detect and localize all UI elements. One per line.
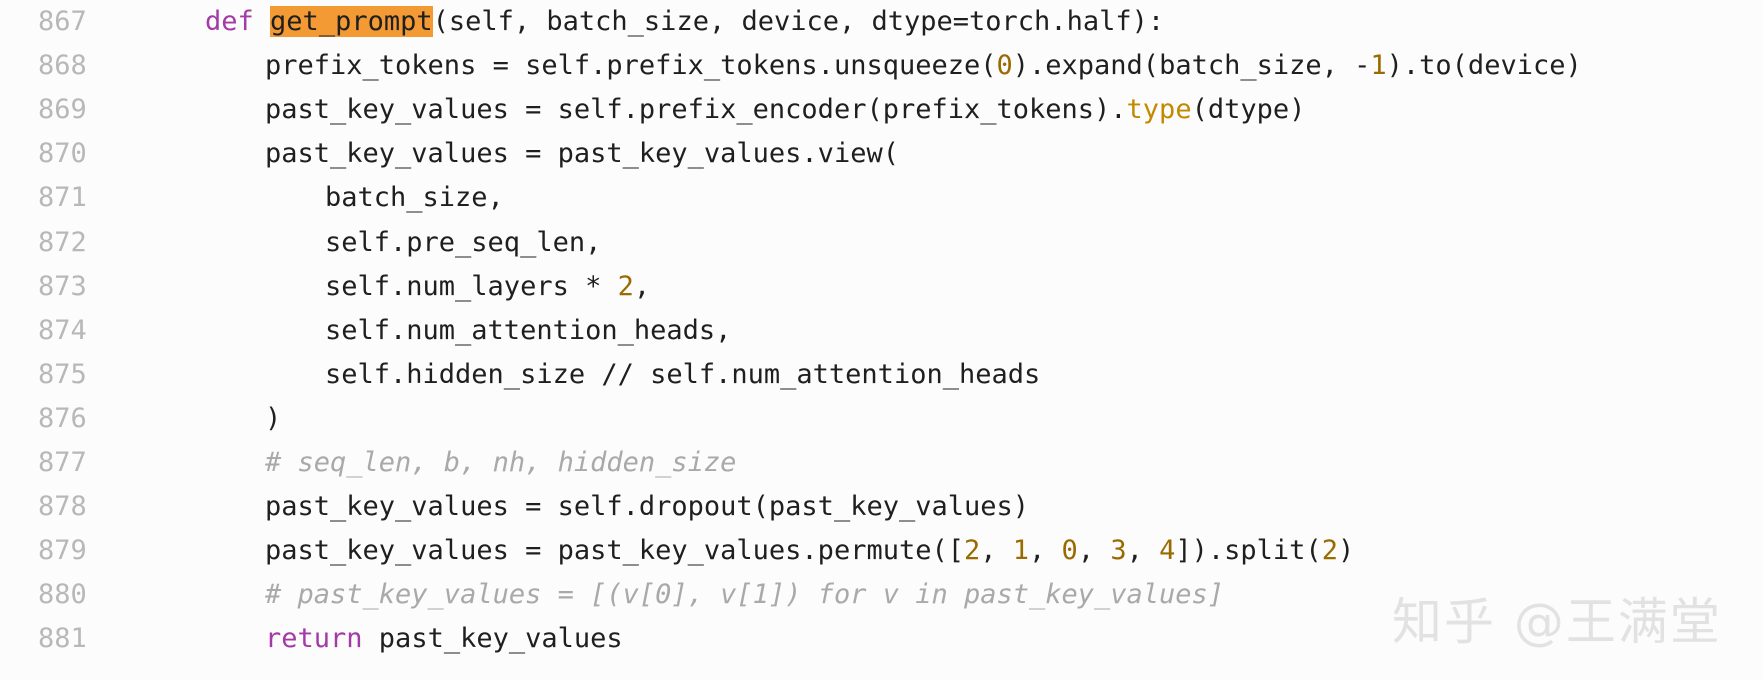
code-token: , xyxy=(1029,535,1062,567)
code-text: self.num_attention_heads, xyxy=(325,309,731,353)
line-number: 867 xyxy=(38,6,87,37)
search-highlight: get_prompt xyxy=(270,6,433,37)
line-number: 877 xyxy=(38,447,87,478)
code-token: 2 xyxy=(963,535,981,567)
code-token: batch_size, xyxy=(325,182,504,214)
code-token: self.num_layers * xyxy=(325,270,618,302)
code-token: (dtype) xyxy=(1191,94,1306,126)
code-token: ]).split( xyxy=(1175,535,1322,567)
code-text: past_key_values = past_key_values.permut… xyxy=(265,529,1354,573)
code-text: past_key_values = past_key_values.view( xyxy=(265,132,899,176)
code-token: ).to(device) xyxy=(1386,50,1582,82)
line-number: 882 xyxy=(38,662,98,680)
code-token: past_key_values = past_key_values.view( xyxy=(265,138,899,170)
code-token: # seq_len, b, nh, hidden_size xyxy=(265,447,737,478)
code-text: return past_key_values xyxy=(265,617,623,661)
line-number: 881 xyxy=(38,623,87,655)
code-token: 2 xyxy=(617,270,634,302)
line-number: 875 xyxy=(38,358,87,390)
code-token: 1 xyxy=(1370,50,1387,82)
line-number: 869 xyxy=(38,94,87,126)
code-token: ) xyxy=(1337,535,1355,567)
code-token: 4 xyxy=(1159,535,1176,567)
code-token: 0 xyxy=(1061,535,1078,567)
code-token: ) xyxy=(265,402,282,434)
code-token: , xyxy=(980,535,1013,567)
line-number: 880 xyxy=(38,579,87,611)
code-token: def xyxy=(205,6,254,37)
code-token: 1 xyxy=(1012,535,1030,567)
code-token: 0 xyxy=(996,50,1013,82)
code-token: 3 xyxy=(1110,535,1127,567)
code-text: # seq_len, b, nh, hidden_size xyxy=(265,441,736,485)
code-text: prefix_tokens = self.prefix_tokens.unsqu… xyxy=(265,44,1582,88)
line-number: 873 xyxy=(38,270,87,302)
code-token: prefix_tokens = self.prefix_tokens.unsqu… xyxy=(265,50,997,82)
code-token: self.hidden_size // self.num_attention_h… xyxy=(325,358,1041,390)
line-number: 874 xyxy=(38,314,87,346)
code-token: , xyxy=(1077,535,1111,567)
code-text: past_key_values = self.prefix_encoder(pr… xyxy=(265,88,1305,132)
code-token xyxy=(254,6,270,37)
code-token: ).expand(batch_size, - xyxy=(1012,50,1371,82)
line-number: 878 xyxy=(38,491,87,523)
line-number: 870 xyxy=(38,138,87,170)
code-token: past_key_values = self.prefix_encoder(pr… xyxy=(265,94,1127,126)
code-text: self.num_layers * 2, xyxy=(325,265,650,309)
code-token: (self, batch_size, device, dtype=torch.h… xyxy=(432,6,1165,37)
code-token: past_key_values xyxy=(362,623,623,655)
code-text: def get_prompt(self, batch_size, device,… xyxy=(205,0,1164,44)
code-text: self.hidden_size // self.num_attention_h… xyxy=(325,353,1040,397)
code-token: 2 xyxy=(1321,535,1338,567)
code-text: past_key_values = self.dropout(past_key_… xyxy=(265,485,1029,529)
code-token: type xyxy=(1126,94,1192,126)
line-number: 876 xyxy=(38,402,87,434)
code-token: return xyxy=(265,623,363,655)
code-token: past_key_values = past_key_values.permut… xyxy=(265,535,964,567)
line-number: 879 xyxy=(38,535,87,567)
line-number: 872 xyxy=(38,226,87,258)
line-number: 871 xyxy=(38,182,87,214)
code-text: ) xyxy=(265,397,281,441)
code-token: self.num_attention_heads, xyxy=(325,314,732,346)
code-token: # past_key_values = [(v[0], v[1]) for v … xyxy=(265,579,1225,611)
code-token: past_key_values = self.dropout(past_key_… xyxy=(265,491,1030,523)
code-text: batch_size, xyxy=(325,176,504,220)
line-number: 868 xyxy=(38,50,87,82)
code-token: , xyxy=(1126,535,1160,567)
code-text: self.pre_seq_len, xyxy=(325,221,601,265)
watermark: 知乎 @王满堂 xyxy=(1392,593,1722,651)
code-token: self.pre_seq_len, xyxy=(325,226,602,258)
code-token: , xyxy=(633,270,651,302)
code-text: # past_key_values = [(v[0], v[1]) for v … xyxy=(265,573,1224,617)
